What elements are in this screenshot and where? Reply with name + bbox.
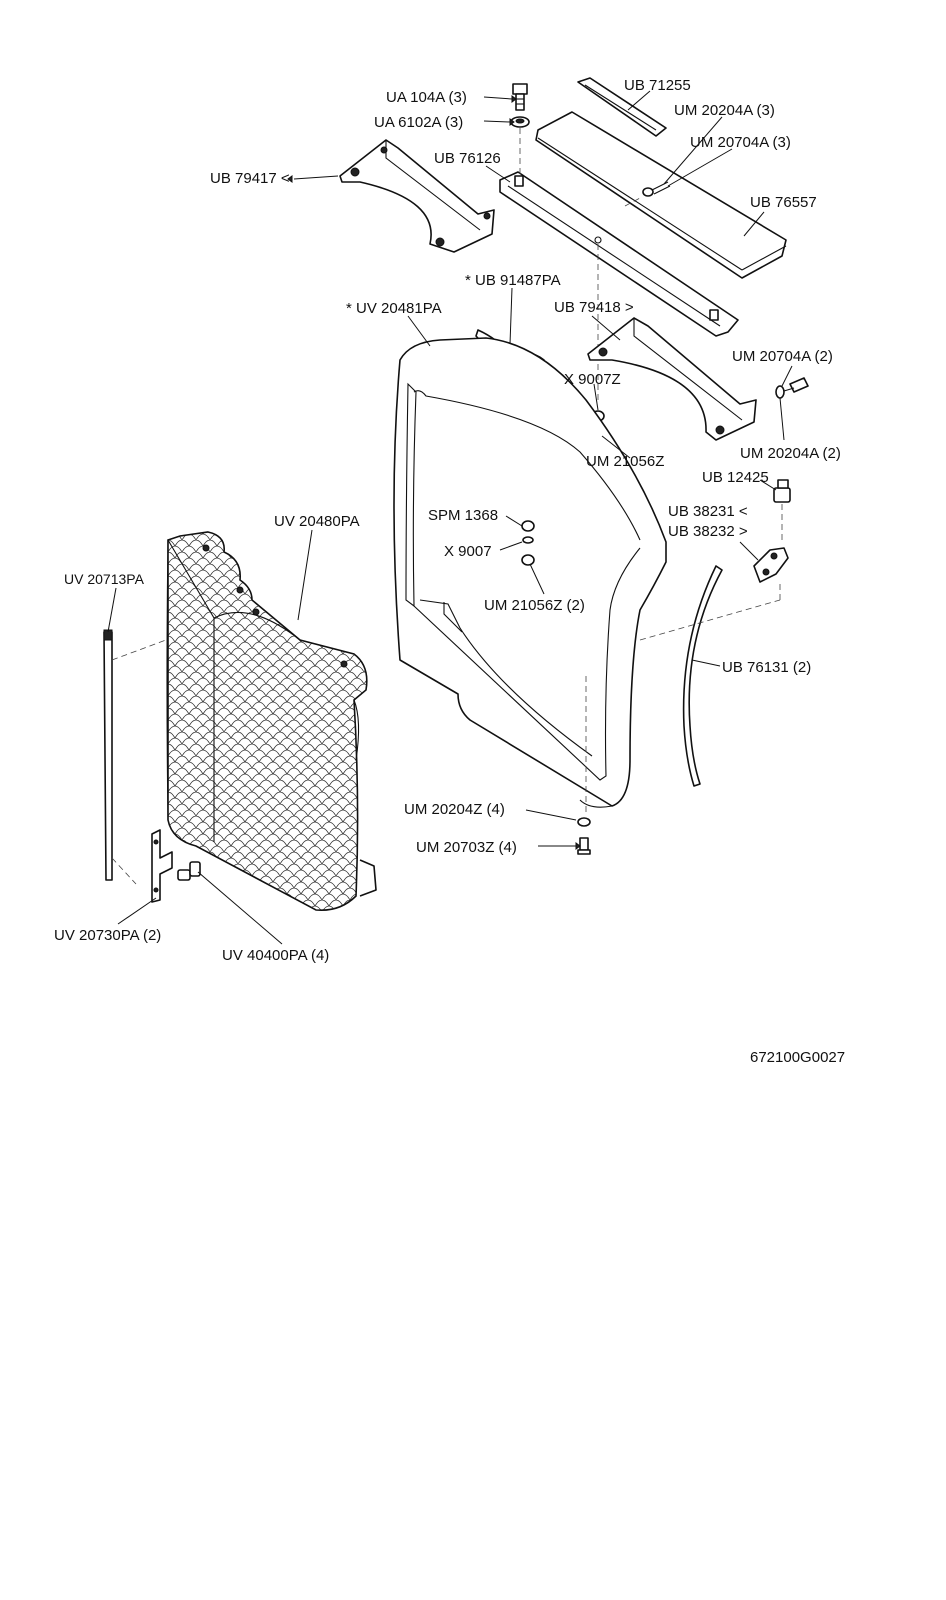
- leader-lines: [107, 90, 793, 945]
- bracket-ub79417: [339, 139, 495, 253]
- label-uv20480pa: UV 20480PA: [274, 513, 360, 530]
- label-uv20730pa: UV 20730PA (2): [54, 927, 161, 944]
- grille-uv20480pa: [166, 531, 377, 912]
- label-um20704a-2: UM 20704A (2): [732, 348, 833, 365]
- label-ua6102a: UA 6102A (3): [374, 114, 463, 131]
- label-uv40400pa: UV 40400PA (4): [222, 947, 329, 964]
- strip-ub71255: [577, 77, 667, 137]
- label-um20204a-3: UM 20204A (3): [674, 102, 775, 119]
- label-um20703z: UM 20703Z (4): [416, 839, 517, 856]
- bolt-ua104a: [512, 83, 528, 111]
- label-ub76126: UB 76126: [434, 150, 501, 167]
- strip-ub76131: [682, 565, 723, 787]
- label-um20204a-2: UM 20204A (2): [740, 445, 841, 462]
- washer-um20204z: [577, 817, 591, 827]
- label-ub79418: UB 79418 >: [554, 299, 634, 316]
- nut-stack-centre: [521, 520, 535, 566]
- bracket-ub79418: [587, 317, 757, 441]
- radiator-shell-uv20481pa: [393, 337, 667, 808]
- screw-uv40400pa: [177, 861, 201, 881]
- clip-uv20730pa: [151, 829, 173, 903]
- label-ub76131: UB 76131 (2): [722, 659, 811, 676]
- channel-ub76126: [499, 171, 739, 337]
- label-ub76557: UB 76557: [750, 194, 817, 211]
- label-um20704a-3: UM 20704A (3): [690, 134, 791, 151]
- label-x9007z: X 9007Z: [564, 371, 621, 388]
- label-ub79417: UB 79417 <: [210, 170, 290, 187]
- label-um20204z: UM 20204Z (4): [404, 801, 505, 818]
- bracket-ub38231: [753, 547, 789, 583]
- plug-ub12425: [773, 479, 791, 503]
- label-uv20713pa: UV 20713PA: [64, 571, 145, 587]
- label-spm1368: SPM 1368: [428, 507, 498, 524]
- screw-um20704a-top: [642, 181, 671, 197]
- figure-code: 672100G0027: [750, 1049, 845, 1066]
- rod-uv20713pa: [103, 629, 113, 881]
- label-ub38231: UB 38231 <: [668, 503, 748, 520]
- label-uv20481pa: * UV 20481PA: [346, 300, 442, 317]
- label-um21056z: UM 21056Z: [586, 453, 664, 470]
- screw-um20704a-right: [775, 377, 809, 399]
- label-ua104a: UA 104A (3): [386, 89, 467, 106]
- washer-ua6102a: [510, 116, 530, 128]
- label-um21056z-2: UM 21056Z (2): [484, 597, 585, 614]
- label-x9007: X 9007: [444, 543, 492, 560]
- label-ub38232: UB 38232 >: [668, 523, 748, 540]
- label-ub12425: UB 12425: [702, 469, 769, 486]
- label-ub91487pa: * UB 91487PA: [465, 272, 561, 289]
- plate-ub76557: [535, 111, 787, 279]
- label-ub71255: UB 71255: [624, 77, 691, 94]
